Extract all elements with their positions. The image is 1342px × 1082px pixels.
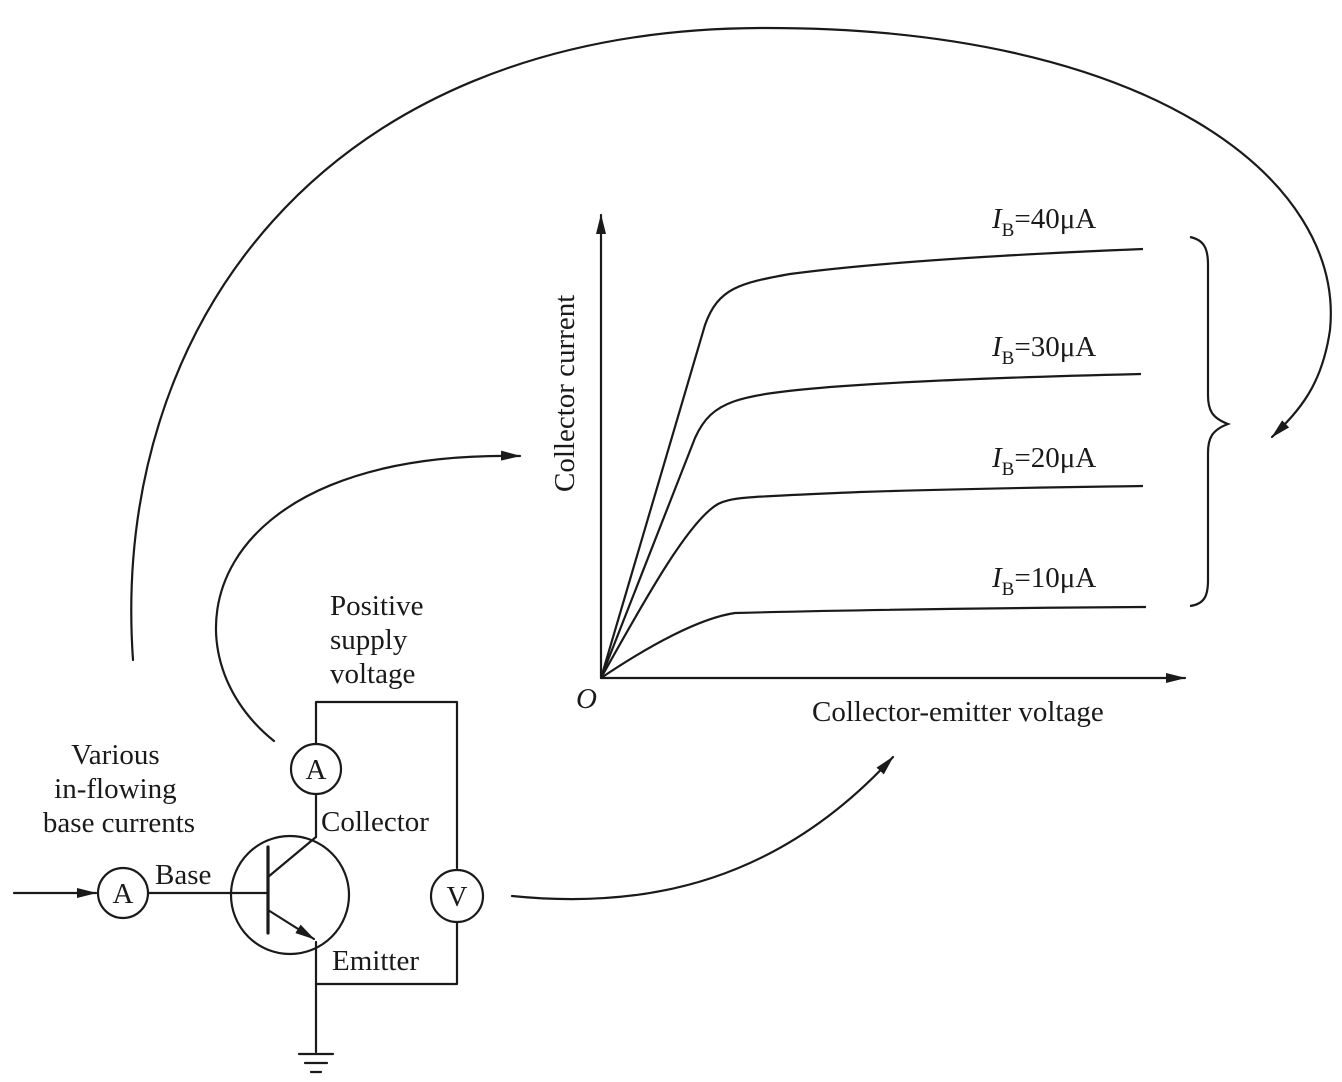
curve-label-ib-10: IB=10μA (991, 562, 1096, 600)
origin-label: O (576, 683, 597, 715)
input-label: Various in-flowing base currents (43, 739, 195, 839)
collector-ammeter-symbol: A (306, 754, 327, 786)
base-label: Base (155, 859, 211, 891)
svg-text:IB=20μA: IB=20μA (991, 442, 1096, 480)
x-axis-label: Collector-emitter voltage (812, 696, 1104, 728)
supply-label: Positive supply voltage (330, 590, 431, 690)
emitter-return-wire (314, 920, 459, 986)
curve-ib-20 (600, 484, 1144, 679)
voltmeter-symbol: V (447, 881, 468, 913)
y-axis-label: Collector current (549, 295, 581, 492)
base-ammeter-symbol: A (113, 878, 134, 910)
curve-label-ib-30: IB=30μA (991, 331, 1096, 369)
svg-text:IB=40μA: IB=40μA (991, 203, 1096, 241)
svg-text:IB=10μA: IB=10μA (991, 562, 1096, 600)
supply-wire (314, 700, 459, 870)
collector-label: Collector (321, 806, 429, 838)
transistor-collector-lead (266, 835, 318, 879)
emitter-label: Emitter (332, 945, 419, 977)
base-current-arrow (130, 26, 1332, 662)
curve-label-ib-40: IB=40μA (991, 203, 1096, 241)
svg-text:IB=30μA: IB=30μA (991, 331, 1096, 369)
transistor-symbol (229, 834, 351, 956)
curve-ib-40 (599, 247, 1144, 679)
ground-icon (297, 1052, 335, 1074)
curve-group-brace (1189, 235, 1232, 608)
voltage-arrow (510, 755, 895, 901)
transistor-emitter-arrow (266, 908, 316, 941)
curve-ib-10 (600, 605, 1147, 679)
curve-label-ib-20: IB=20μA (991, 442, 1096, 480)
collector-current-arrow (215, 450, 522, 743)
curve-ib-30 (599, 372, 1142, 679)
